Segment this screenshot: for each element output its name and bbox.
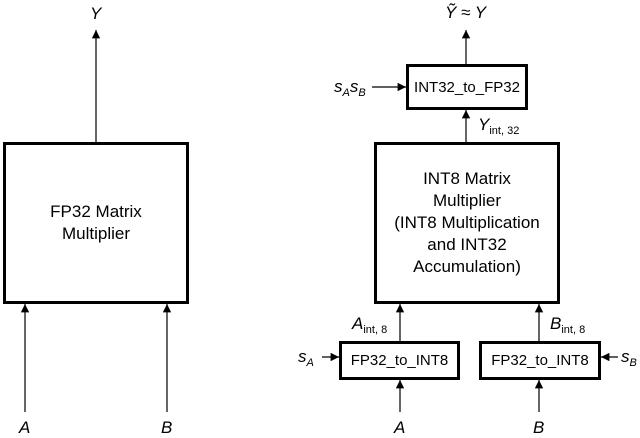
y-int32-label: Yint, 32 [478,115,520,137]
right-input-a-label: A [394,418,406,437]
scale-a-label: sA [298,347,314,369]
left-input-a-label: A [19,418,31,437]
right-input-b-label: B [533,418,545,437]
left-output-label: Y [90,4,102,23]
scale-product-label: sAsB [334,77,366,99]
left-input-b-label: B [161,418,173,437]
int8-matrix-multiplier-block: INT8 Matrix Multiplier (INT8 Multiplicat… [374,142,560,304]
fp32-to-int8-b-block: FP32_to_INT8 [479,341,601,380]
scale-b-label: sB [621,347,637,369]
a-int8-label: Aint, 8 [352,314,388,336]
right-output-label: Ỹ ≈ Y [445,3,487,22]
fp32-block-label: FP32 Matrix Multiplier [50,202,142,243]
fp32-to-int8-a-block: FP32_to_INT8 [339,341,460,380]
int32-to-fp32-block: INT32_to_FP32 [406,64,528,110]
b-int8-label: Bint, 8 [550,314,586,336]
fp32-matrix-multiplier-block: FP32 Matrix Multiplier [3,142,189,304]
